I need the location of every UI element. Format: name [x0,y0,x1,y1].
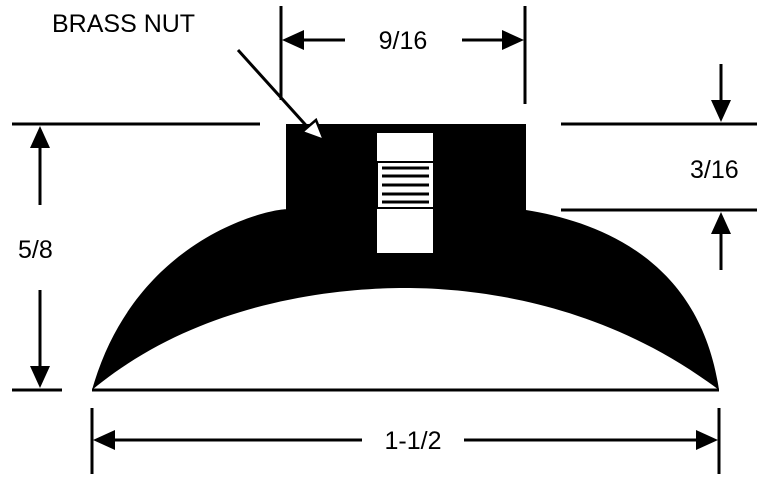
cup-body [92,124,719,390]
dimension-overall-height: 5/8 [12,122,260,392]
nut-width-label: 9/16 [379,27,428,55]
callout-arrowhead [299,117,327,143]
thread-lines [382,166,429,204]
dimension-overall-width: 1-1/2 [90,388,721,474]
callout-leader-line [236,48,314,134]
brass-nut-label: BRASS NUT [52,10,195,38]
brass-nut [338,131,474,255]
nut-hatch-right [433,161,474,209]
top-thickness-label: 3/16 [690,156,739,184]
nut-hatch-left [338,161,378,209]
dimension-nut-width: 9/16 [279,6,527,104]
overall-height-label: 5/8 [18,236,53,264]
dimension-top-thickness: 3/16 [561,64,757,270]
overall-width-label: 1-1/2 [385,427,442,455]
